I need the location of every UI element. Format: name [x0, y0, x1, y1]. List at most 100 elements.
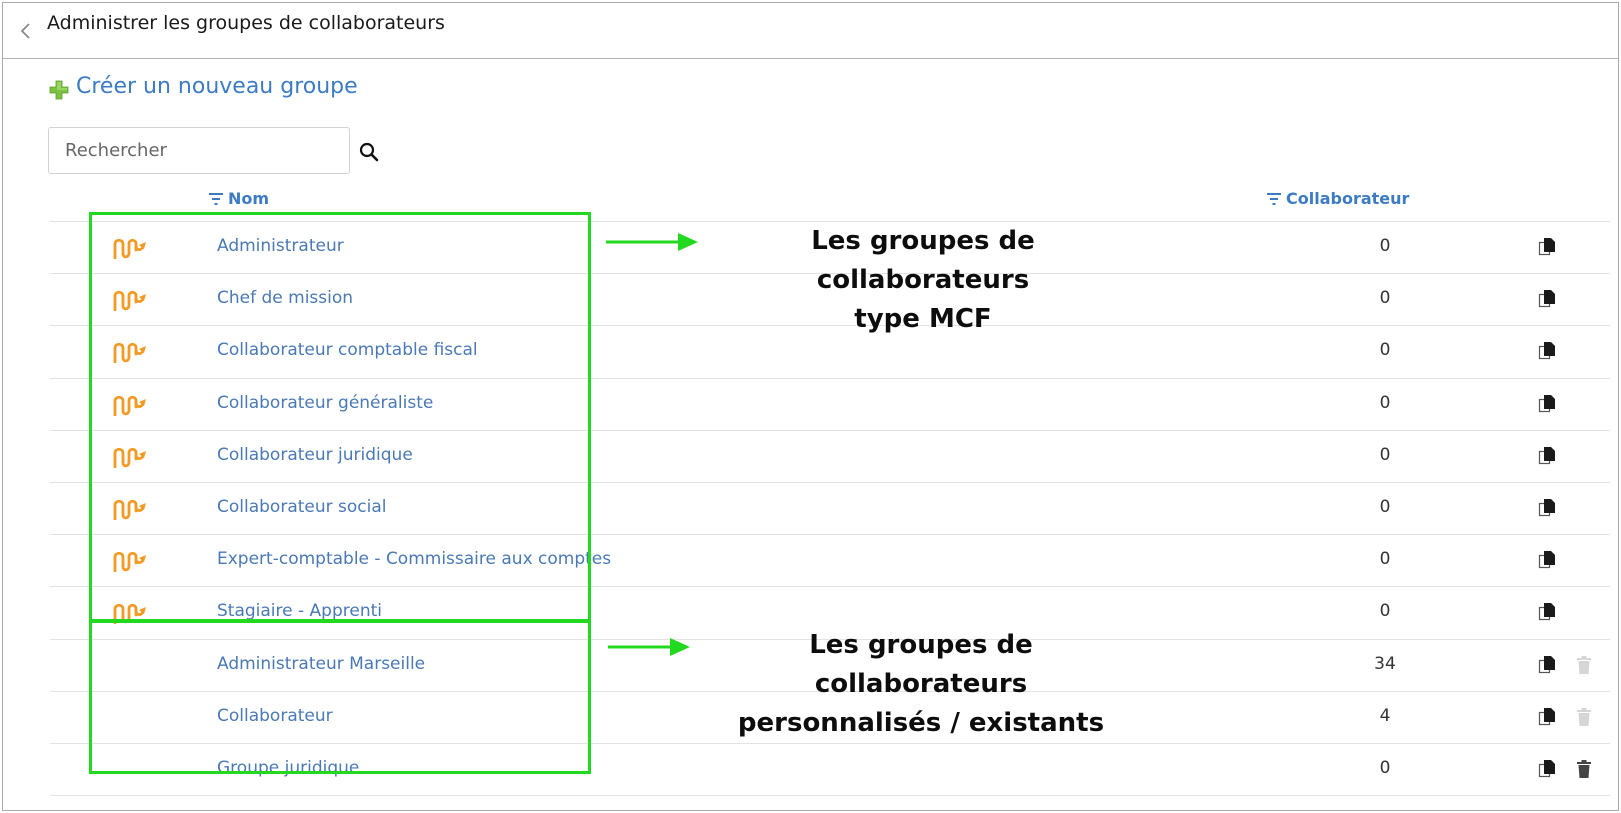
copy-button[interactable]	[1538, 446, 1556, 470]
group-count: 0	[1379, 601, 1391, 622]
column-header-count-label: Collaborateur	[1286, 189, 1410, 208]
copy-icon	[1538, 342, 1555, 360]
trash-icon	[1577, 759, 1591, 778]
group-count: 0	[1379, 236, 1391, 256]
group-name-link[interactable]: Collaborateur juridique	[217, 444, 413, 465]
copy-icon	[1538, 290, 1555, 308]
group-name-link[interactable]: Collaborateur	[217, 705, 333, 726]
copy-button[interactable]	[1538, 237, 1556, 261]
copy-button[interactable]	[1538, 498, 1556, 522]
magnifier-icon	[359, 142, 379, 162]
highlight-box-mcf	[89, 212, 591, 622]
copy-button[interactable]	[1538, 289, 1556, 313]
copy-button[interactable]	[1538, 602, 1556, 626]
mcf-logo	[112, 341, 146, 367]
group-name-link[interactable]: Administrateur	[217, 236, 344, 256]
table-row: Administrateur 0	[50, 222, 1610, 275]
mcf-logo-icon	[113, 447, 146, 469]
mcf-logo-icon	[113, 499, 146, 521]
copy-button[interactable]	[1538, 759, 1556, 783]
table-row: Administrateur Marseille 34	[50, 640, 1610, 692]
table-row: Collaborateur 4	[50, 692, 1610, 744]
annotation-mcf-line2: type MCF	[854, 304, 992, 334]
copy-icon	[1538, 551, 1555, 569]
group-name-link[interactable]: Stagiaire - Apprenti	[217, 601, 382, 622]
copy-button[interactable]	[1538, 394, 1556, 418]
copy-icon	[1538, 238, 1555, 256]
group-count: 0	[1379, 549, 1391, 570]
copy-button[interactable]	[1538, 707, 1556, 731]
copy-icon	[1538, 394, 1555, 412]
column-header-name[interactable]: Nom	[207, 189, 269, 208]
annotation-arrow-icon	[606, 233, 698, 251]
group-count: 0	[1379, 288, 1391, 309]
copy-button[interactable]	[1538, 341, 1556, 365]
search-field[interactable]	[48, 127, 350, 174]
back-button[interactable]	[13, 18, 39, 44]
copy-button[interactable]	[1538, 655, 1556, 679]
mcf-logo	[112, 446, 146, 472]
copy-icon	[1538, 707, 1555, 725]
mcf-logo	[112, 498, 146, 524]
mcf-logo-icon	[113, 238, 146, 260]
group-name-link[interactable]: Administrateur Marseille	[217, 653, 426, 674]
table-row: Stagiaire - Apprenti 0	[50, 587, 1610, 640]
mcf-logo-icon	[113, 551, 146, 573]
mcf-logo	[112, 237, 146, 263]
copy-icon	[1538, 498, 1555, 517]
annotation-mcf-line1: Les groupes de collaborateurs	[811, 226, 1035, 295]
table-row: Collaborateur social 0	[50, 483, 1610, 536]
plus-icon	[49, 80, 69, 100]
group-count: 0	[1379, 757, 1391, 778]
group-count: 0	[1379, 340, 1391, 361]
mcf-logo-icon	[113, 291, 146, 312]
page-header: Administrer les groupes de collaborateur…	[3, 3, 1618, 59]
filter-sort-icon	[209, 192, 223, 205]
mcf-logo	[112, 394, 146, 420]
copy-button[interactable]	[1538, 550, 1556, 574]
group-count: 34	[1374, 653, 1396, 674]
annotation-mcf: Les groupes de collaborateurs type MCF	[703, 222, 1143, 339]
group-name-link[interactable]: Collaborateur généraliste	[217, 392, 434, 413]
annotation-custom-line1: Les groupes de collaborateurs	[809, 630, 1033, 699]
table-row: Chef de mission 0	[50, 274, 1610, 327]
table-row: Expert-comptable - Commissaire aux compt…	[50, 535, 1610, 588]
table-row: Collaborateur comptable fiscal 0	[50, 326, 1610, 379]
column-header-count[interactable]: Collaborateur	[1265, 189, 1409, 208]
chevron-left-icon	[20, 23, 30, 39]
trash-icon	[1577, 707, 1591, 726]
column-header-name-label: Nom	[228, 189, 270, 208]
group-count: 0	[1379, 444, 1391, 465]
highlight-box-custom	[89, 620, 591, 774]
group-name-link[interactable]: Chef de mission	[217, 288, 354, 309]
filter-sort-icon	[1267, 192, 1281, 205]
mcf-logo-icon	[113, 343, 146, 364]
group-count: 0	[1379, 392, 1391, 413]
create-group-label: Créer un nouveau groupe	[76, 73, 358, 99]
search-button[interactable]	[358, 141, 380, 163]
trash-icon	[1577, 655, 1591, 674]
delete-button[interactable]	[1576, 707, 1592, 731]
mcf-logo	[112, 289, 146, 315]
copy-icon	[1538, 603, 1555, 621]
copy-icon	[1538, 446, 1555, 464]
table-row: Collaborateur juridique 0	[50, 431, 1610, 483]
annotation-custom: Les groupes de collaborateurs personnali…	[701, 626, 1141, 743]
group-name-link[interactable]: Collaborateur social	[217, 496, 387, 517]
create-group-button[interactable]: Créer un nouveau groupe	[48, 71, 358, 101]
annotation-custom-line2: personnalisés / existants	[737, 708, 1105, 738]
delete-button[interactable]	[1576, 655, 1592, 679]
group-name-link[interactable]: Expert-comptable - Commissaire aux compt…	[217, 549, 612, 570]
group-count: 4	[1379, 705, 1391, 726]
copy-icon	[1538, 655, 1555, 673]
page-title: Administrer les groupes de collaborateur…	[47, 12, 445, 34]
annotation-arrow-icon	[608, 638, 690, 656]
mcf-logo-icon	[113, 395, 146, 416]
delete-button[interactable]	[1576, 759, 1592, 783]
group-name-link[interactable]: Collaborateur comptable fiscal	[217, 340, 478, 361]
search-input[interactable]	[49, 128, 349, 173]
group-count: 0	[1379, 496, 1391, 517]
copy-icon	[1538, 759, 1555, 777]
